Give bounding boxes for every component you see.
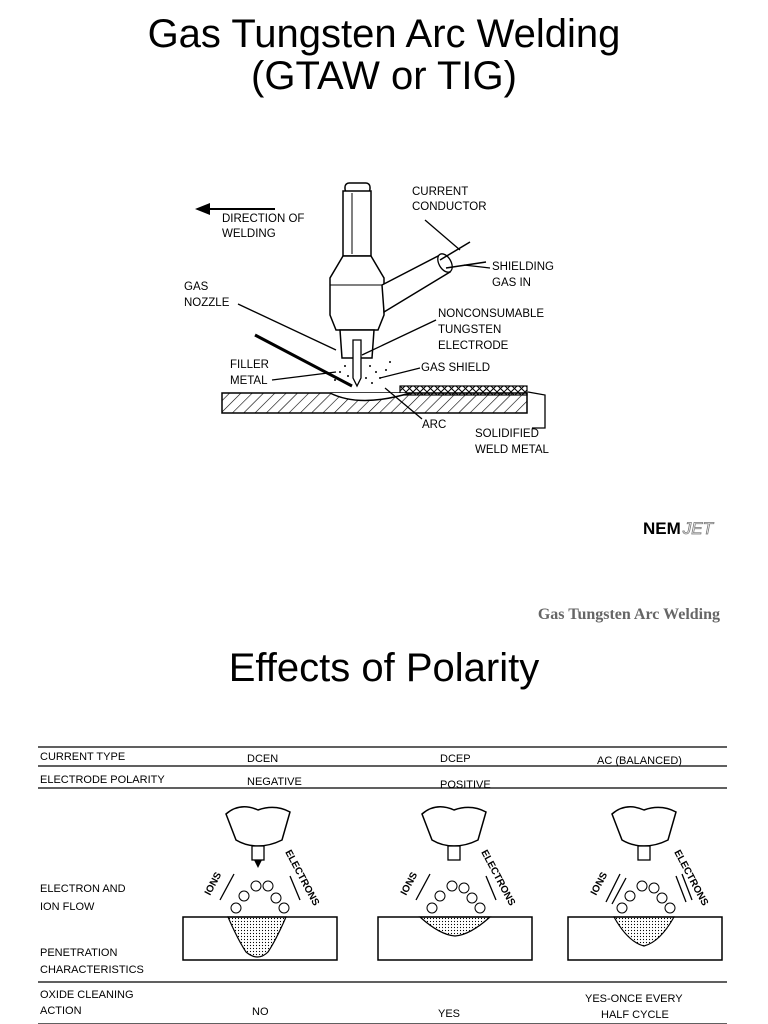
slide-gtaw: Gas Tungsten Arc Welding (GTAW or TIG) xyxy=(147,12,714,539)
label-filler-2: METAL xyxy=(230,375,268,387)
col2-current: DCEP xyxy=(440,753,471,765)
slide-title: Effects of Polarity xyxy=(228,646,540,690)
col2-oxide: YES xyxy=(438,1008,460,1020)
row-polarity: ELECTRODE POLARITY xyxy=(40,774,165,786)
label-shielding-2: GAS IN xyxy=(492,277,531,289)
label-electrode-2: TUNGSTEN xyxy=(438,324,501,336)
dcen-illustration: IONS ELECTRONS xyxy=(182,806,338,961)
gtaw-torch-diagram: DIRECTION OF WELDING CURRENT CONDUCTOR S… xyxy=(184,182,554,456)
row-oxide-1: OXIDE CLEANING xyxy=(40,989,134,1001)
label-electrode-1: NONCONSUMABLE xyxy=(438,308,544,320)
ac-ions-label: IONS xyxy=(589,870,610,897)
col1-current: DCEN xyxy=(247,753,278,765)
torch-body xyxy=(329,182,487,388)
logo-main: NEM xyxy=(643,519,681,538)
row-penetration-1: PENETRATION xyxy=(40,947,117,959)
label-current-2: CONDUCTOR xyxy=(412,201,487,213)
label-weld-2: WELD METAL xyxy=(475,444,550,456)
slide-title-line2: (GTAW or TIG) xyxy=(251,54,517,98)
col1-polarity: NEGATIVE xyxy=(247,776,302,788)
row-flow-2: ION FLOW xyxy=(40,901,95,913)
label-nozzle-1: GAS xyxy=(184,281,209,293)
label-shielding-1: SHIELDING xyxy=(492,261,554,273)
base-metal xyxy=(221,385,528,414)
dcep-illustration: IONS ELECTRONS xyxy=(377,806,533,961)
dcep-ions-label: IONS xyxy=(399,870,420,897)
leader-lines xyxy=(237,219,546,429)
table-rules xyxy=(38,746,727,1024)
label-arc: ARC xyxy=(422,419,446,431)
col3-current: AC (BALANCED) xyxy=(597,755,682,767)
col3-oxide-1: YES-ONCE EVERY xyxy=(585,993,683,1005)
filler-rod xyxy=(254,333,353,388)
slide-title-line1: Gas Tungsten Arc Welding xyxy=(147,12,621,56)
dcen-electrons-label: ELECTRONS xyxy=(282,848,321,908)
col2-polarity: POSITIVE xyxy=(440,779,491,791)
label-direction-2: WELDING xyxy=(222,228,276,240)
logo-sub: JET xyxy=(682,519,714,539)
col3-oxide-2: HALF CYCLE xyxy=(601,1009,669,1021)
polarity-table: CURRENT TYPE ELECTRODE POLARITY ELECTRON… xyxy=(38,746,727,1024)
label-weld-1: SOLIDIFIED xyxy=(475,428,539,440)
row-current-type: CURRENT TYPE xyxy=(40,751,125,763)
label-filler-1: FILLER xyxy=(230,359,269,371)
label-direction-1: DIRECTION OF xyxy=(222,213,304,225)
label-current-1: CURRENT xyxy=(412,186,468,198)
direction-arrow xyxy=(195,203,275,215)
label-nozzle-2: NOZZLE xyxy=(184,297,230,309)
dcep-electrons-label: ELECTRONS xyxy=(478,848,517,908)
dcen-ions-label: IONS xyxy=(203,870,224,897)
row-flow-1: ELECTRON AND xyxy=(40,883,126,895)
row-oxide-2: ACTION xyxy=(40,1005,82,1017)
ac-illustration: IONS ELECTRONS xyxy=(567,806,723,961)
label-electrode-3: ELECTRODE xyxy=(438,340,509,352)
label-gas-shield: GAS SHIELD xyxy=(421,362,490,374)
row-penetration-2: CHARACTERISTICS xyxy=(40,964,144,976)
running-header: Gas Tungsten Arc Welding xyxy=(537,606,720,623)
col1-oxide: NO xyxy=(252,1006,269,1018)
slide-polarity: Gas Tungsten Arc Welding Effects of Pola… xyxy=(0,590,768,1024)
